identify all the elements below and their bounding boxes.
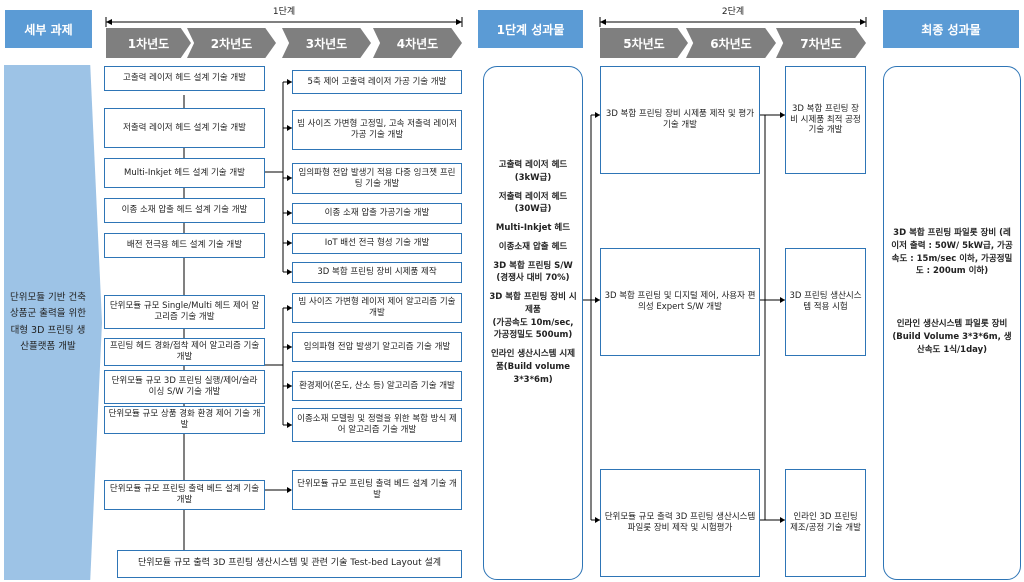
col-56-box-1: 3D 복합 프린팅 장비 시제품 제작 및 평가 기술 개발 bbox=[600, 66, 760, 174]
header-final-result: 최종 성과물 bbox=[883, 10, 1019, 48]
col-b-box-11: 단위모듈 규모 프린팅 출력 베드 설계 기술 개발 bbox=[292, 470, 462, 510]
p1-out-4: 이종소재 압출 헤드 bbox=[498, 241, 568, 252]
year-7: 7차년도 bbox=[776, 28, 866, 58]
col-7-box-1: 3D 복합 프린팅 장비 시제품 최적 공정 기술 개발 bbox=[785, 66, 866, 174]
col-b-box-1: 5축 제어 고출력 레이저 가공 기술 개발 bbox=[292, 70, 462, 94]
final-output-panel: 3D 복합 프린팅 파일롯 장비 (레이저 출력 : 50W/ 5kW급, 가공… bbox=[883, 66, 1021, 580]
final-out-1: 3D 복합 프린팅 파일롯 장비 (레이저 출력 : 50W/ 5kW급, 가공… bbox=[891, 228, 1013, 277]
col-56-box-3: 단위모듈 규모 출력 3D 프린팅 생산시스템 파일롯 장비 제작 및 시험평가 bbox=[600, 469, 760, 577]
phase1-output-panel: 고출력 레이저 헤드 (3kW급) 저출력 레이저 헤드 (30W급) Mult… bbox=[483, 66, 583, 580]
col-a-box-3: Multi-Inkjet 헤드 설계 기술 개발 bbox=[104, 158, 265, 188]
p1-out-7: (가공속도 10m/sec, 가공정밀도 500um) bbox=[492, 317, 574, 341]
col-b-box-5: IoT 배선 전극 형성 기술 개발 bbox=[292, 233, 462, 254]
col-a-box-6: 단위모듈 규모 Single/Multi 헤드 제어 알고리즘 기술 개발 bbox=[104, 295, 265, 329]
header-task: 세부 과제 bbox=[5, 10, 92, 48]
col-a-box-5: 배전 전극용 헤드 설계 기술 개발 bbox=[104, 233, 265, 258]
col-a-box-7: 프린팅 헤드 경화/접착 제어 알고리즘 기술 개발 bbox=[104, 338, 265, 366]
col-b-box-8: 임의파형 전압 발생기 알고리즘 기술 개발 bbox=[292, 332, 462, 362]
col-a-box-4: 이종 소재 압출 헤드 설계 기술 개발 bbox=[104, 198, 265, 223]
p1-out-3: Multi-Inkjet 헤드 bbox=[495, 223, 571, 233]
col-a-box-1: 고출력 레이저 헤드 설계 기술 개발 bbox=[104, 66, 265, 91]
p1-out-6: 3D 복합 프린팅 장비 시제품 bbox=[489, 292, 577, 315]
col-56-box-2: 3D 복합 프린팅 및 디지털 제어, 사용자 편의성 Expert S/W 개… bbox=[600, 248, 760, 356]
col-b-box-7: 빔 사이즈 가변형 레이저 제어 알고리즘 기술 개발 bbox=[292, 293, 462, 323]
p1-out-2: 저출력 레이저 헤드 (30W급) bbox=[498, 191, 568, 215]
col-a-box-10: 단위모듈 규모 프린팅 출력 베드 설계 기술 개발 bbox=[104, 480, 265, 510]
col-a-box-8: 단위모듈 규모 3D 프린팅 실행/제어/슬라이싱 S/W 기술 개발 bbox=[104, 370, 265, 404]
year-3: 3차년도 bbox=[282, 28, 371, 58]
phase2-label: 2단계 bbox=[721, 7, 745, 17]
col-b-box-3: 임의파형 전압 발생기 적용 다중 잉크젯 프린팅 기술 개발 bbox=[292, 163, 462, 194]
year-6: 6차년도 bbox=[686, 28, 776, 58]
col-a-box-2: 저출력 레이저 헤드 설계 기술 개발 bbox=[104, 108, 265, 148]
year-4: 4차년도 bbox=[373, 28, 462, 58]
p1-out-8: 인라인 생산시스템 시제품(Build volume 3*3*6m) bbox=[490, 349, 576, 385]
year-1: 1차년도 bbox=[106, 28, 191, 58]
col-b-box-10: 이종소재 모델링 및 정렬을 위한 복합 방식 제어 알고리즘 기술 개발 bbox=[292, 408, 462, 442]
phase1-label: 1단계 bbox=[272, 7, 296, 17]
col-7-box-2: 3D 프린팅 생산시스템 적용 시험 bbox=[785, 248, 866, 356]
year-2: 2차년도 bbox=[187, 28, 276, 58]
task-text: 단위모듈 기반 건축 상품군 출력을 위한 대형 3D 프린팅 생산플랫폼 개발 bbox=[10, 292, 86, 352]
final-out-2: 인라인 생산시스템 파일롯 장비 (Build Volume 3*3*6m, 생… bbox=[892, 319, 1012, 355]
p1-out-5: 3D 복합 프린팅 S/W (경쟁사 대비 70%) bbox=[493, 260, 573, 284]
task-arrow: 단위모듈 기반 건축 상품군 출력을 위한 대형 3D 프린팅 생산플랫폼 개발 bbox=[4, 65, 102, 580]
col-b-box-6: 3D 복합 프린팅 장비 시제품 제작 bbox=[292, 262, 462, 283]
col-b-box-2: 빔 사이즈 가변형 고정밀, 고속 저출력 레이저 가공 기술 개발 bbox=[292, 110, 462, 150]
col-b-box-4: 이종 소재 압출 가공기술 개발 bbox=[292, 203, 462, 224]
bottom-box: 단위모듈 규모 출력 3D 프린팅 생산시스템 및 관련 기술 Test-bed… bbox=[117, 550, 462, 578]
col-a-box-9: 단위모듈 규모 상품 경화 환경 제어 기술 개발 bbox=[104, 406, 265, 434]
col-7-box-3: 인라인 3D 프린팅 제조/공정 기술 개발 bbox=[785, 469, 866, 577]
year-5: 5차년도 bbox=[600, 28, 688, 58]
col-b-box-9: 환경제어(온도, 산소 등) 알고리즘 기술 개발 bbox=[292, 371, 462, 401]
p1-out-1: 고출력 레이저 헤드 (3kW급) bbox=[498, 160, 568, 183]
header-phase1-result: 1단계 성과물 bbox=[478, 10, 583, 48]
